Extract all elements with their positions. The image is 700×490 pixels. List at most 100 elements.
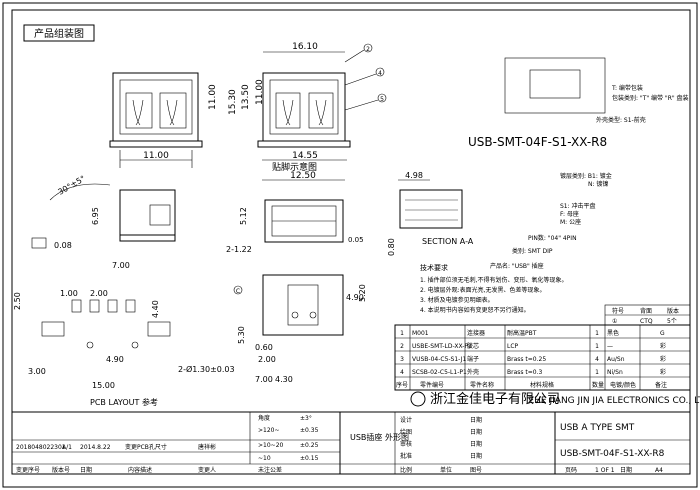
svg-text:黑色: 黑色 xyxy=(607,329,619,337)
svg-text:外壳类型: S1-前壳: 外壳类型: S1-前壳 xyxy=(596,116,646,124)
svg-text:PCB LAYOUT 参考: PCB LAYOUT 参考 xyxy=(90,397,158,407)
dim-h2: 13.50 xyxy=(241,84,251,110)
svg-text:绘图: 绘图 xyxy=(400,428,412,436)
svg-text:日期: 日期 xyxy=(80,466,92,474)
svg-text:Au/Sn: Au/Sn xyxy=(607,356,625,363)
svg-text:材料规格: 材料规格 xyxy=(530,381,554,389)
svg-text:T: 编带包装: T: 编带包装 xyxy=(611,84,643,92)
svg-text:3. 材质及电镀参见明细表。: 3. 材质及电镀参见明细表。 xyxy=(420,296,494,304)
svg-text:±0.25: ±0.25 xyxy=(300,442,319,449)
svg-text:技术要求: 技术要求 xyxy=(420,263,448,272)
svg-text:±3°: ±3° xyxy=(300,415,312,422)
svg-text:C: C xyxy=(236,288,240,295)
dim-h-left: 11.00 xyxy=(208,84,218,110)
side-view: 30°±5° 6.95 0.08 xyxy=(31,174,176,250)
svg-text:单位: 单位 xyxy=(440,466,452,474)
svg-text:4: 4 xyxy=(400,369,404,376)
svg-text:1. 插件部位须无毛刺,不得有划伤、变形、氧化等现象。: 1. 插件部位须无毛刺,不得有划伤、变形、氧化等现象。 xyxy=(420,276,568,284)
svg-text:M001: M001 xyxy=(412,330,429,337)
svg-text:变更序号: 变更序号 xyxy=(16,466,40,474)
svg-text:未注公差: 未注公差 xyxy=(258,466,282,474)
part-number: USB-SMT-04F-S1-XX-R8 xyxy=(468,135,607,149)
callouts: 2 4 5 xyxy=(344,43,387,111)
svg-text:PIN数: "04" 4PIN: PIN数: "04" 4PIN xyxy=(528,234,577,242)
svg-text:图号: 图号 xyxy=(470,467,482,474)
svg-text:1: 1 xyxy=(595,343,599,350)
svg-text:S1: 冲击平盘: S1: 冲击平盘 xyxy=(560,202,596,210)
svg-text:4.40: 4.40 xyxy=(151,300,160,318)
svg-text:内容描述: 内容描述 xyxy=(128,466,152,474)
tech-requirements: 技术要求 1. 插件部位须无毛刺,不得有划伤、变形、氧化等现象。 2. 电镀层外… xyxy=(420,263,568,314)
svg-text:1: 1 xyxy=(595,369,599,376)
svg-text:产品名: "USB" 插座: 产品名: "USB" 插座 xyxy=(490,262,544,270)
svg-text:0.60: 0.60 xyxy=(255,343,273,352)
svg-text:日期: 日期 xyxy=(470,452,482,460)
svg-text:胶芯: 胶芯 xyxy=(467,342,479,350)
svg-text:USBE-SMT-LD-XX-P2: USBE-SMT-LD-XX-P2 xyxy=(412,343,472,350)
svg-text:序号: 序号 xyxy=(396,381,408,389)
svg-text:日期: 日期 xyxy=(470,416,482,424)
section-view: 4.98 0.80 SECTION A-A xyxy=(387,171,474,256)
svg-text:耐高温PBT: 耐高温PBT xyxy=(507,329,537,337)
svg-text:—: — xyxy=(607,343,613,350)
svg-text:版本号: 版本号 xyxy=(52,466,70,474)
product-name: USB A TYPE SMT xyxy=(560,423,635,433)
svg-text:>120~: >120~ xyxy=(258,427,280,434)
svg-text:审核: 审核 xyxy=(400,440,412,448)
svg-text:1.00: 1.00 xyxy=(60,289,78,298)
svg-text:4. 本说明书内容如有变更恕不另行通知。: 4. 本说明书内容如有变更恕不另行通知。 xyxy=(420,306,530,314)
svg-text:零件编号: 零件编号 xyxy=(420,381,444,389)
svg-text:CTQ: CTQ xyxy=(640,318,653,325)
bottom-view: 4.90 5.20 5.30 0.60 2.00 7.00 4.30 C xyxy=(233,274,367,384)
svg-text:4: 4 xyxy=(378,70,382,77)
svg-text:角度: 角度 xyxy=(258,414,270,422)
svg-text:1: 1 xyxy=(595,330,599,337)
svg-text:变更人: 变更人 xyxy=(198,466,216,474)
dim-h1: 11.00 xyxy=(255,79,265,105)
svg-text:2-Ø1.30±0.03: 2-Ø1.30±0.03 xyxy=(178,364,235,374)
svg-text:彩: 彩 xyxy=(660,355,666,363)
svg-text:3: 3 xyxy=(400,356,404,363)
svg-text:页码: 页码 xyxy=(565,466,577,474)
title-block: USB插座 外形图 USB A TYPE SMT USB-SMT-04F-S1-… xyxy=(11,411,691,475)
svg-text:连接器: 连接器 xyxy=(467,329,485,337)
svg-text:15.00: 15.00 xyxy=(92,381,115,390)
svg-text:7.00: 7.00 xyxy=(112,261,130,270)
svg-text:5.30: 5.30 xyxy=(237,326,246,344)
dim-flatness: 0.08 xyxy=(54,241,72,250)
svg-text:2: 2 xyxy=(366,46,370,53)
stamp-label: 产品组装图 xyxy=(34,27,84,40)
svg-text:变更PCB孔尺寸: 变更PCB孔尺寸 xyxy=(125,443,167,451)
svg-text:零件名称: 零件名称 xyxy=(470,381,494,389)
svg-text:VUSB-04-C5-S1-J1: VUSB-04-C5-S1-J1 xyxy=(412,356,466,363)
dim-width-bottom: 14.55 xyxy=(292,151,318,161)
svg-text:5.20: 5.20 xyxy=(358,284,367,302)
svg-text:2. 电镀层外观:表面光亮,无发黑、色差等现象。: 2. 电镀层外观:表面光亮,无发黑、色差等现象。 xyxy=(420,286,546,294)
svg-text:Brass t=0.3: Brass t=0.3 xyxy=(507,369,543,376)
svg-text:唐祥彬: 唐祥彬 xyxy=(198,443,216,451)
svg-text:~10: ~10 xyxy=(258,455,271,462)
svg-text:2014.8.22: 2014.8.22 xyxy=(80,444,111,451)
svg-text:3.00: 3.00 xyxy=(28,367,46,376)
svg-text:7.00: 7.00 xyxy=(255,375,273,384)
svg-text:2.50: 2.50 xyxy=(13,292,22,310)
svg-text:设计: 设计 xyxy=(400,416,412,424)
svg-text:1: 1 xyxy=(400,330,404,337)
dim-section-t: 0.80 xyxy=(387,238,396,256)
svg-text:2.00: 2.00 xyxy=(90,289,108,298)
dim-mid-h1: 5.12 xyxy=(239,207,248,225)
svg-text:G: G xyxy=(660,330,665,337)
front-view: 11.00 xyxy=(109,72,203,168)
view-name: USB插座 外形图 xyxy=(350,432,409,442)
svg-text:F: 母座: F: 母座 xyxy=(560,210,579,218)
svg-text:日期: 日期 xyxy=(470,440,482,448)
stamp-box xyxy=(23,24,95,42)
svg-text:2.00: 2.00 xyxy=(258,355,276,364)
svg-text:版本: 版本 xyxy=(667,307,679,315)
dim-h3: 15.30 xyxy=(228,89,238,115)
part-number-block: USB-SMT-04F-S1-XX-R8 T: 编带包装 包装类别: "T" 编… xyxy=(468,57,689,270)
svg-text:电镀/颜色: 电镀/颜色 xyxy=(610,381,636,389)
svg-text:A/1: A/1 xyxy=(62,444,72,451)
front-view-right: 16.10 14.55 15.30 13.50 11.00 11.00 贴脚示意… xyxy=(208,42,351,173)
svg-text:包装类别: "T" 编带 "R" 盘装: 包装类别: "T" 编带 "R" 盘装 xyxy=(612,94,689,102)
